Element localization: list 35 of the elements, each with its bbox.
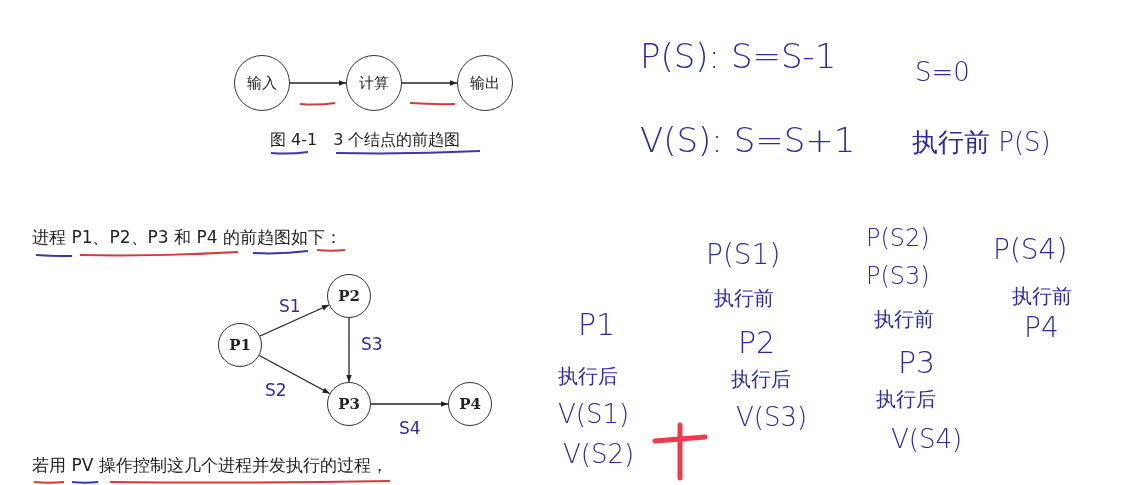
edge-label: S2 <box>264 382 288 399</box>
handwritten-note: P(S): S=S-1 <box>640 38 837 76</box>
handwritten-note: V(S): S=S+1 <box>640 122 856 160</box>
edge-label: S3 <box>360 336 384 353</box>
arrow <box>401 80 458 86</box>
figure-caption: 图 4-1 3 个结点的前趋图 <box>270 131 461 149</box>
arrow <box>370 401 449 407</box>
body-text: 若用 PV 操作控制这几个进程并发执行的过程， <box>32 456 388 475</box>
handwritten-note: P(S3) <box>866 263 930 290</box>
handwritten-note: P4 <box>1024 313 1059 344</box>
handwritten-note: 执行后 <box>558 365 618 387</box>
handwritten-note: P2 <box>738 326 776 359</box>
handwritten-note: P(S2) <box>866 225 930 252</box>
body-text: 进程 P1、P2、P3 和 P4 的前趋图如下： <box>32 228 342 247</box>
handwritten-note: P(S4) <box>993 235 1068 266</box>
handwritten-note: P3 <box>898 346 936 379</box>
handwritten-note: S=0 <box>915 58 970 87</box>
handwritten-note: 执行前 P(S) <box>912 128 1051 157</box>
handwritten-note: P1 <box>578 308 616 341</box>
arrow <box>258 354 331 395</box>
arrow <box>289 80 347 86</box>
handwritten-note: 执行前 <box>1012 285 1072 307</box>
handwritten-note: 执行后 <box>731 368 791 390</box>
arrow <box>346 317 352 383</box>
edge-label: S1 <box>278 298 302 315</box>
handwritten-note: V(S2) <box>563 440 635 469</box>
arrow <box>259 304 330 337</box>
handwritten-note: V(S1) <box>558 400 630 429</box>
handwritten-note: 执行前 <box>714 287 774 309</box>
handwritten-note: P(S1) <box>706 240 781 271</box>
handwritten-note: 执行前 <box>874 308 934 330</box>
edge-label: S4 <box>398 420 422 437</box>
handwritten-note: V(S3) <box>736 403 808 432</box>
handwritten-note: V(S4) <box>891 425 963 454</box>
handwritten-note: 执行后 <box>876 388 936 410</box>
